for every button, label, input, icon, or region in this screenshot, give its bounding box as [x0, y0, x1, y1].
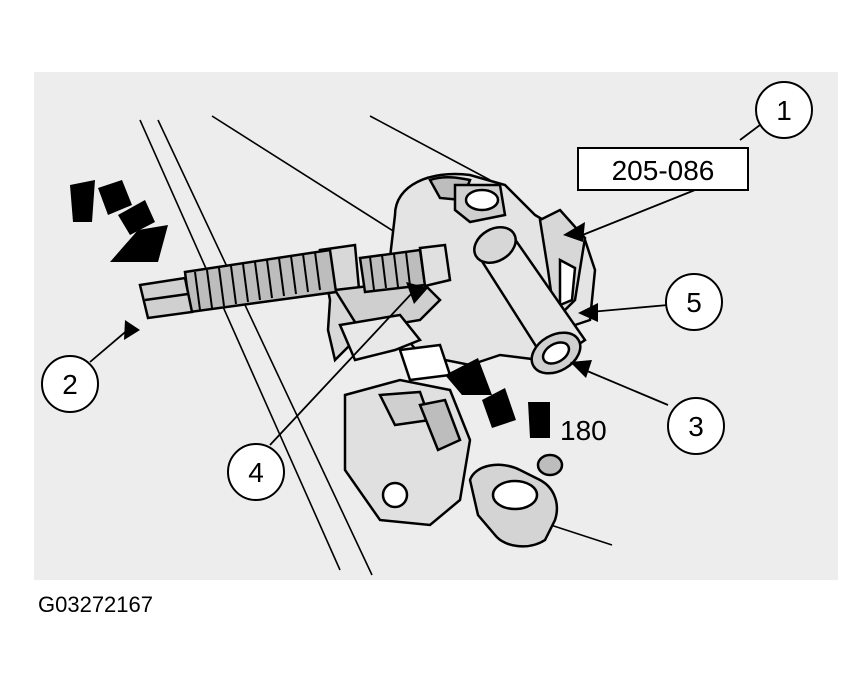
- force-arrow-segment: [482, 388, 516, 428]
- callout-5: 5: [665, 273, 723, 331]
- callout-4: 4: [227, 443, 285, 501]
- force-arrow-segment: [445, 358, 492, 395]
- tool-number-label: 205-086: [612, 155, 715, 186]
- force-arrow-segment: [98, 180, 132, 215]
- figure-code: G03272167: [38, 592, 153, 617]
- guide-lines: [139, 115, 613, 576]
- callout-number: 3: [688, 411, 704, 442]
- leader-arrowheads: [124, 222, 598, 378]
- callout-number: 2: [62, 369, 78, 400]
- callout-1: 1: [755, 81, 813, 139]
- tool-number-box: [577, 147, 749, 191]
- callout-3: 3: [667, 397, 725, 455]
- callout-number: 1: [776, 95, 792, 126]
- measurement-label: 180: [560, 415, 607, 446]
- force-arrows: [70, 180, 550, 438]
- force-arrow-segment: [70, 180, 95, 222]
- force-arrow-segment: [118, 200, 155, 235]
- force-arrow-segment: [528, 402, 550, 438]
- steering-knuckle: [343, 172, 597, 548]
- callout-2: 2: [41, 355, 99, 413]
- leader-lines: [89, 124, 761, 446]
- callout-number: 4: [248, 457, 264, 488]
- adapter-sleeve: [473, 226, 587, 375]
- callout-number: 5: [686, 287, 702, 318]
- force-arrow-segment: [110, 225, 168, 262]
